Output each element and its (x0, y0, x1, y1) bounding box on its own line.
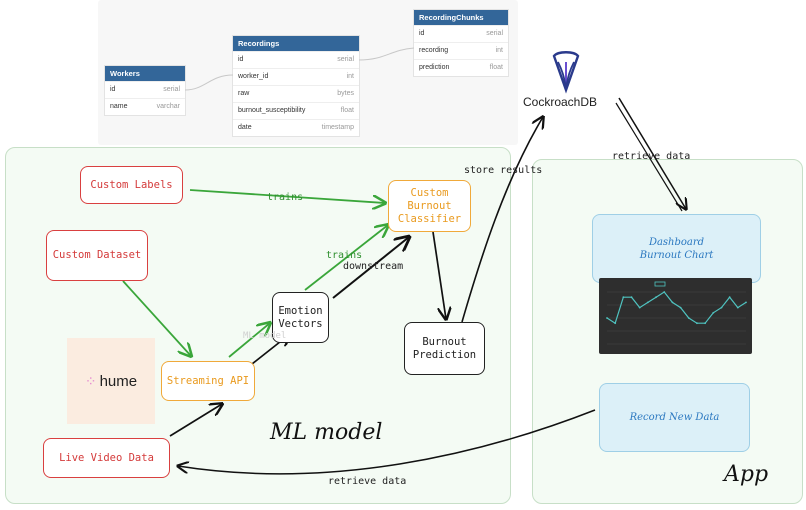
recordings-table-title: Recordings (233, 36, 359, 51)
api-to-emotion-green (228, 323, 270, 358)
chart-point (614, 322, 617, 325)
chart-point (679, 306, 682, 309)
streaming-api-node[interactable]: Streaming API (161, 361, 255, 401)
chart-point (630, 296, 633, 299)
live-video-node[interactable]: Live Video Data (43, 438, 170, 478)
faint-ml-model-label: ML model (243, 331, 287, 341)
chart-point (736, 306, 739, 309)
chart-point (622, 296, 625, 299)
trains-arrow-top (189, 189, 385, 203)
hume-dots-icon: ⁘ (84, 372, 97, 389)
cockroach-logo-icon (552, 51, 580, 94)
ml-model-section-label: ML model (270, 420, 383, 445)
dashboard-node[interactable]: Dashboard Burnout Chart (592, 214, 761, 283)
retrieve-data-top-label: retrieve data (612, 151, 691, 162)
cockroachdb-label: CockroachDB (523, 95, 598, 109)
store-results-label: store results (464, 165, 543, 176)
custom-labels-node[interactable]: Custom Labels (80, 166, 183, 204)
record-new-data-node[interactable]: Record New Data (599, 383, 750, 452)
chart-series-line (606, 291, 747, 325)
emotion-vectors-node[interactable]: Emotion Vectors (272, 292, 329, 343)
chart-point (745, 301, 747, 304)
retrieve-data-bottom-label: retrieve data (328, 476, 407, 487)
chart-legend-swatch (654, 281, 666, 287)
burnout-prediction-node[interactable]: Burnout Prediction (404, 322, 485, 375)
custom-dataset-node[interactable]: Custom Dataset (46, 230, 148, 281)
trains-label-mid: trains (326, 250, 363, 261)
workers-table-title: Workers (105, 66, 185, 81)
chart-point (687, 317, 690, 319)
downstream-label: downstream (343, 261, 404, 272)
chart-point (638, 306, 641, 309)
chart-point (671, 301, 674, 304)
dashboard-line-chart (599, 278, 752, 354)
chart-point (646, 301, 649, 304)
hume-logo: ⁘ hume (67, 338, 155, 424)
dataset-arrow (122, 280, 191, 356)
chart-point (655, 296, 657, 299)
chart-point (696, 322, 698, 325)
chart-point (720, 306, 723, 309)
chart-point (712, 311, 715, 314)
trains-arrow-mid (304, 225, 388, 291)
app-section-label: App (724, 462, 769, 487)
chart-point (704, 322, 707, 325)
recording-chunks-table-title: RecordingChunks (414, 10, 508, 25)
chart-point (728, 296, 731, 299)
burnout-classifier-node[interactable]: Custom Burnout Classifier (388, 180, 471, 232)
chart-point (606, 317, 608, 319)
chart-point (663, 291, 666, 293)
trains-label-top: trains (267, 192, 304, 203)
